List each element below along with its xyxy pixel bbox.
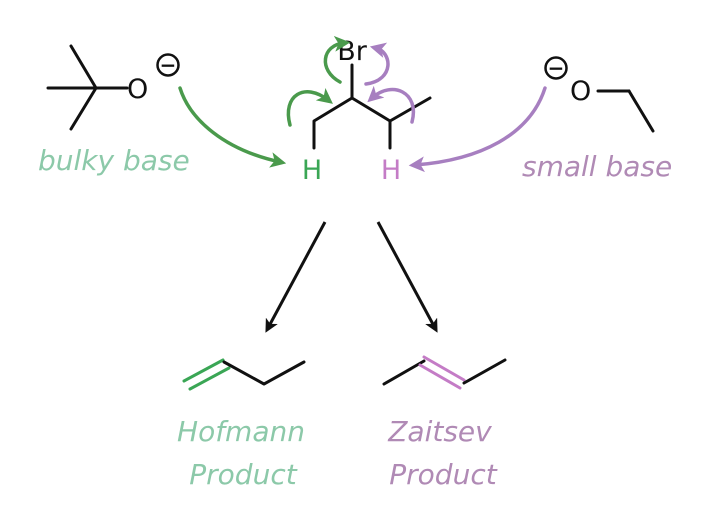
hofmann-reaction-arrow: [265, 221, 327, 333]
tert-butoxide-molecule: O −: [46, 44, 180, 131]
hofmann-double-bond-b: [188, 366, 231, 391]
bromine-atom: Br: [337, 36, 368, 67]
charge-right-sign: −: [548, 56, 565, 80]
zaitsev-double-bond-a: [422, 355, 466, 382]
tbu-bond-down: [69, 86, 98, 131]
zaitsev-single-bond-right: [462, 358, 507, 385]
zaitsev-label-line2: Product: [389, 458, 497, 491]
green-attack-arrow: [178, 86, 287, 168]
zaitsev-product-molecule: [382, 355, 507, 390]
hydrogen-right-atom: H: [381, 155, 401, 186]
hofmann-label-line2: Product: [189, 458, 297, 491]
oxygen-right-atom: O: [570, 76, 591, 107]
bulky-base-label: bulky base: [38, 144, 190, 177]
green-bond-arrow: [286, 87, 333, 127]
purple-bond-arrow: [367, 85, 416, 124]
zaitsev-single-bond-left: [382, 359, 426, 386]
hofmann-product-molecule: [182, 358, 306, 391]
small-base-label: small base: [522, 150, 672, 183]
hofmann-single-bonds: [222, 360, 306, 386]
tbu-bond-up: [69, 44, 98, 90]
hofmann-double-bond-a: [182, 358, 225, 383]
purple-attack-arrow: [408, 86, 547, 173]
charge-left-icon: −: [156, 53, 180, 77]
zaitsev-reaction-arrow: [376, 221, 438, 333]
green-bromide-arrow: [323, 36, 351, 84]
hydrogen-left-atom: H: [302, 155, 322, 186]
hofmann-label-line1: Hofmann: [177, 415, 305, 448]
zaitsev-double-bond-b: [418, 363, 462, 390]
ethoxide-bond-methyl: [627, 89, 655, 133]
purple-bromide-arrow: [364, 42, 390, 86]
ethoxide-molecule: − O: [544, 56, 655, 133]
zaitsev-label-line1: Zaitsev: [387, 415, 492, 448]
charge-left-sign: −: [160, 53, 177, 77]
bromobutane-molecule: Br H H: [302, 36, 432, 186]
charge-right-icon: −: [544, 56, 568, 80]
oxygen-left-atom: O: [127, 74, 148, 105]
